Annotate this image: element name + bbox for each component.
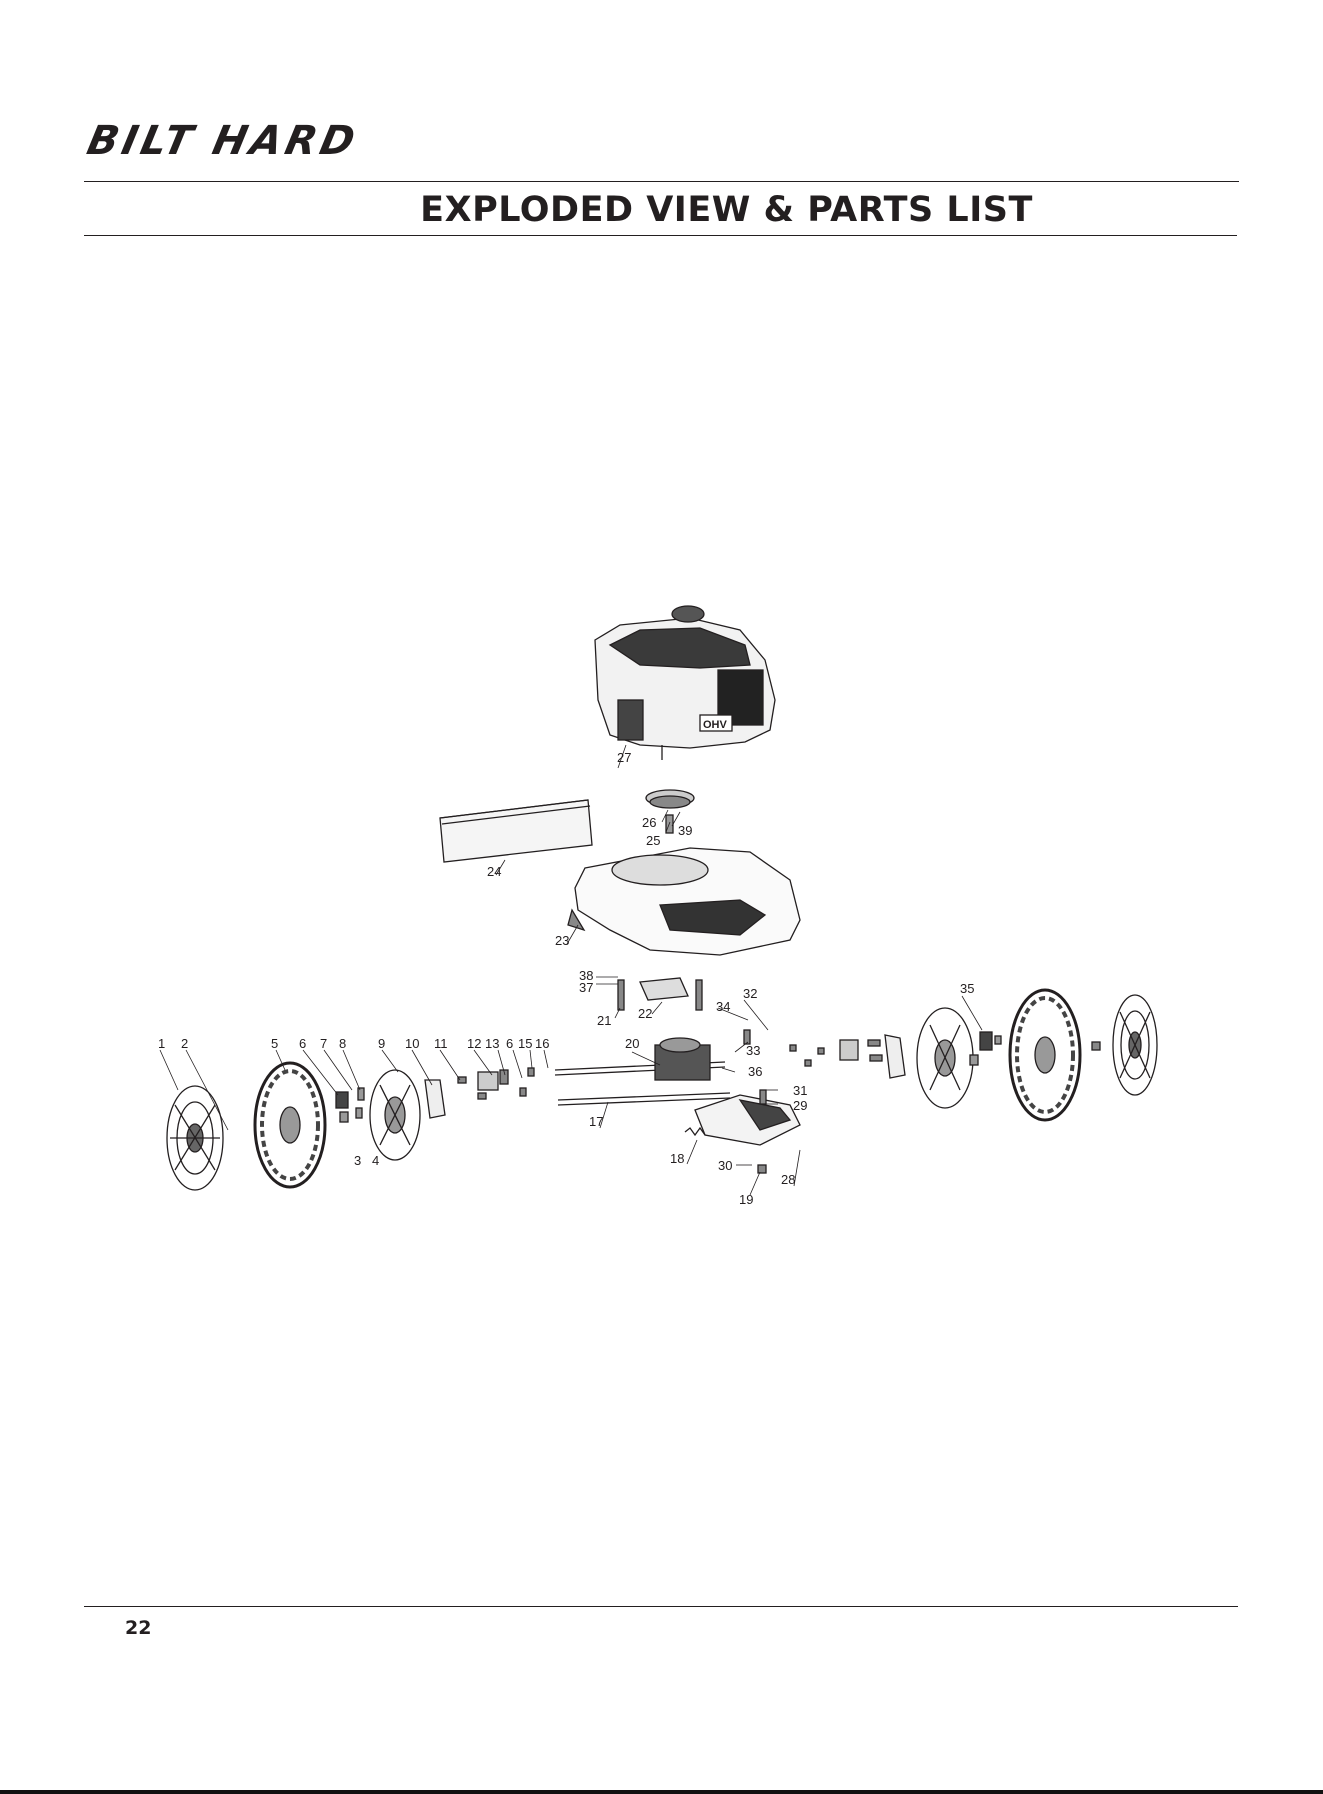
callout-20: 20 <box>625 1036 639 1051</box>
callout-23: 23 <box>555 933 569 948</box>
callout-7: 7 <box>320 1036 327 1051</box>
callout-15: 15 <box>518 1036 532 1051</box>
callout-28: 28 <box>781 1172 795 1187</box>
callout-10: 10 <box>405 1036 419 1051</box>
callout-4: 4 <box>372 1153 379 1168</box>
callout-32: 32 <box>743 986 757 1001</box>
belt-guard-part <box>695 1095 800 1145</box>
callout-16: 16 <box>535 1036 549 1051</box>
callout-21: 21 <box>597 1013 611 1028</box>
page-number: 22 <box>125 1617 151 1639</box>
callout-33: 33 <box>746 1043 760 1058</box>
callout-35: 35 <box>960 981 974 996</box>
callout-11: 11 <box>434 1036 448 1051</box>
callout-1: 1 <box>158 1036 165 1051</box>
callout-8: 8 <box>339 1036 346 1051</box>
engine-part: OHV <box>595 606 775 760</box>
right-wheel-part <box>1010 990 1080 1120</box>
left-wheel-cover-part <box>370 1070 420 1160</box>
callout-36: 36 <box>748 1064 762 1079</box>
callout-25: 25 <box>646 833 660 848</box>
callout-18: 18 <box>670 1151 684 1166</box>
callout-39: 39 <box>678 823 692 838</box>
left-hubcap-part <box>167 1086 223 1190</box>
right-hubcap-part <box>1092 995 1157 1095</box>
callout-5: 5 <box>271 1036 278 1051</box>
callout-24: 24 <box>487 864 501 879</box>
callout-6: 6 <box>299 1036 306 1051</box>
engine-ohv-badge: OHV <box>703 719 728 731</box>
callout-3: 3 <box>354 1153 361 1168</box>
callout-9: 9 <box>378 1036 385 1051</box>
deflector-plate-part <box>440 800 592 862</box>
left-wheel-part <box>255 1063 325 1187</box>
mower-deck-part <box>568 848 800 955</box>
callout-30: 30 <box>718 1158 732 1173</box>
bottom-edge-bar <box>0 1790 1323 1794</box>
callout-2: 2 <box>181 1036 188 1051</box>
callout-12: 12 <box>467 1036 481 1051</box>
callout-31: 31 <box>793 1083 807 1098</box>
callout-26: 26 <box>642 815 656 830</box>
belt-part <box>640 978 688 1000</box>
axle-assembly-part <box>555 1038 730 1105</box>
right-hub-parts <box>970 1032 1001 1065</box>
footer-rule <box>84 1606 1238 1607</box>
callout-17: 17 <box>589 1114 603 1129</box>
callout-34: 34 <box>716 999 730 1014</box>
callout-22: 22 <box>638 1006 652 1021</box>
callout-19: 19 <box>739 1192 753 1207</box>
callout-27: 27 <box>617 750 631 765</box>
right-wheel-cover-part <box>840 1008 973 1108</box>
callout-29: 29 <box>793 1098 807 1113</box>
callout-6-second: 6 <box>506 1036 513 1051</box>
callout-13: 13 <box>485 1036 499 1051</box>
callout-38: 38 <box>579 968 593 983</box>
